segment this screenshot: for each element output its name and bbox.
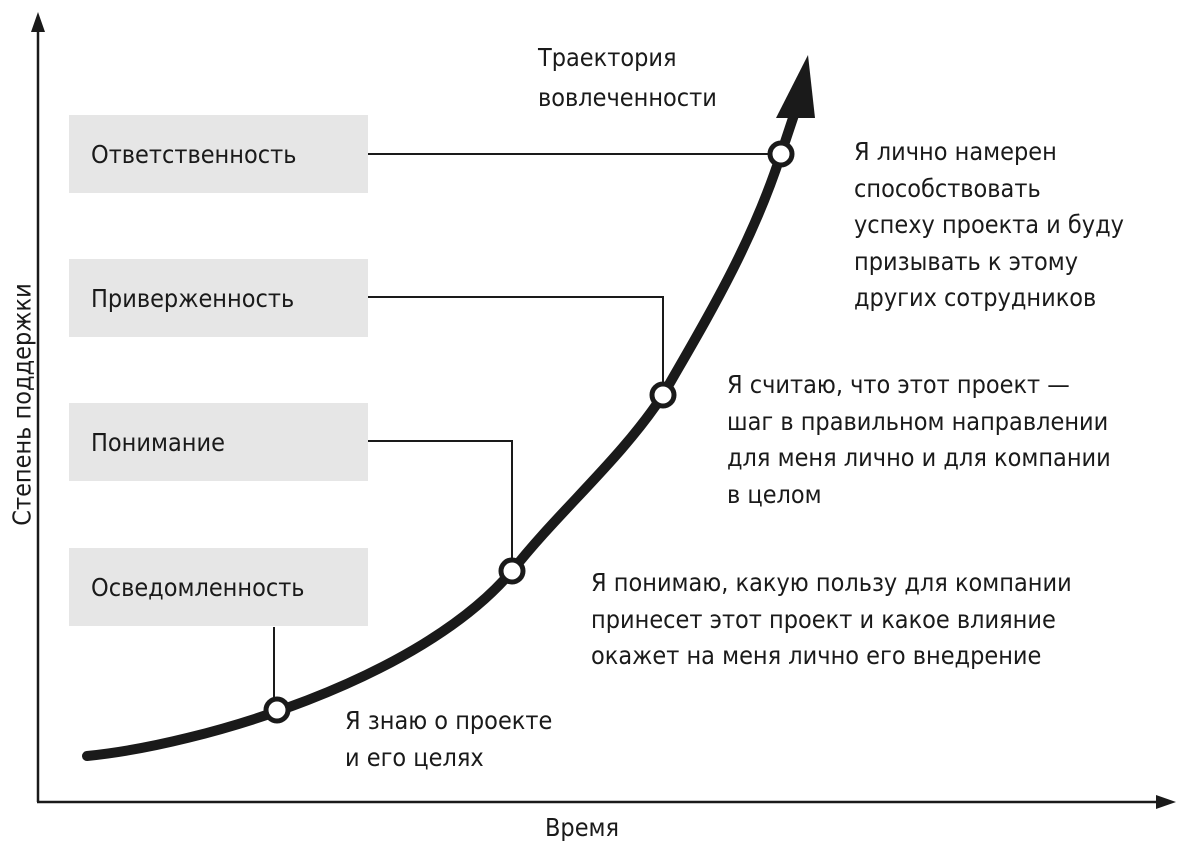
- stage-box-understanding: Понимание: [69, 403, 368, 481]
- stage-description-understanding: Я понимаю, какую пользу для компании при…: [591, 568, 1072, 670]
- stage-description-responsibility: Я лично намерен способствовать успеху пр…: [854, 137, 1124, 312]
- milestone-point-awareness: [263, 696, 291, 724]
- stage-label: Приверженность: [91, 283, 295, 313]
- milestone-point-commitment: [649, 381, 677, 409]
- y-axis-label: Степень поддержки: [7, 283, 37, 526]
- stage-label: Понимание: [91, 427, 225, 457]
- diagram-title: Траектория вовлеченности: [538, 43, 717, 112]
- curve-arrowhead: [776, 55, 815, 118]
- milestone-point-understanding: [498, 557, 526, 585]
- x-axis-arrow: [1156, 795, 1176, 809]
- y-axis-arrow: [31, 12, 45, 32]
- stage-description-awareness: Я знаю о проекте и его целях: [345, 706, 553, 772]
- x-axis-label: Время: [545, 813, 620, 842]
- stage-box-awareness: Осведомленность: [69, 548, 368, 626]
- stage-label: Осведомленность: [91, 572, 305, 602]
- stage-label: Ответственность: [91, 139, 297, 169]
- stage-description-commitment: Я считаю, что этот проект — шаг в правил…: [727, 370, 1111, 509]
- connector-understanding: [368, 440, 513, 571]
- connector-commitment: [368, 296, 664, 395]
- milestone-point-responsibility: [767, 140, 795, 168]
- stage-box-responsibility: Ответственность: [69, 115, 368, 193]
- stage-box-commitment: Приверженность: [69, 259, 368, 337]
